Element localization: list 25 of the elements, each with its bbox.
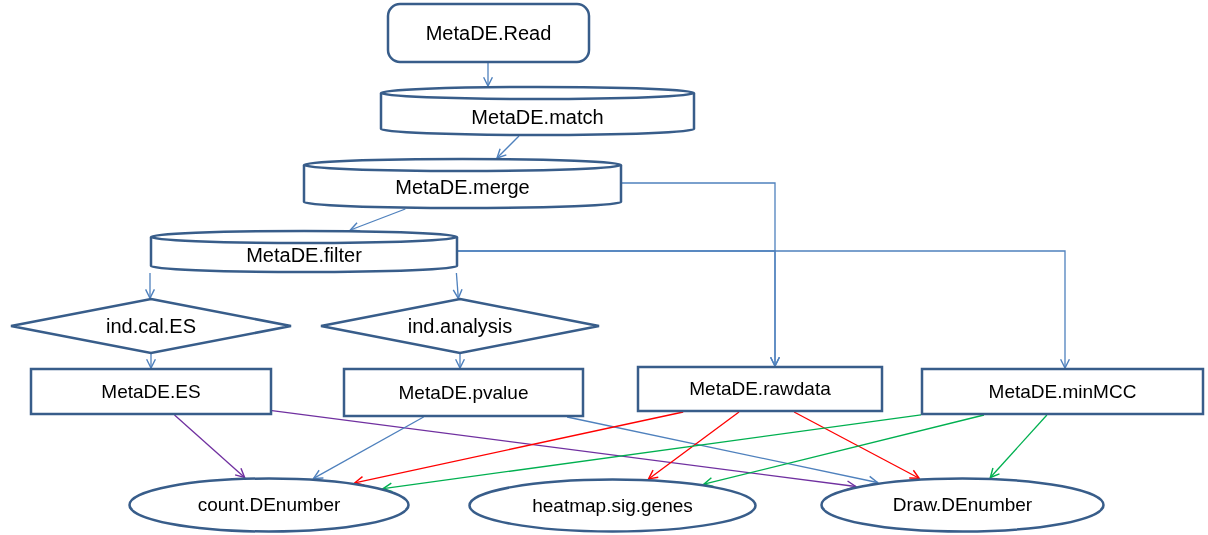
arrow (457, 250, 1071, 369)
node-label: heatmap.sig.genes (532, 494, 693, 517)
arrow (647, 411, 740, 480)
node-label: MetaDE.ES (101, 380, 201, 403)
node-label: Draw.DEnumber (892, 494, 1033, 516)
node-label: ind.analysis (407, 314, 513, 338)
node-label: ind.cal.ES (105, 314, 197, 338)
arrow (144, 272, 156, 299)
arrow (482, 62, 494, 87)
arrow (793, 411, 920, 479)
arrow (989, 414, 1048, 479)
node-label: count.DEnumber (197, 494, 341, 516)
node-label: MetaDE.match (471, 105, 604, 129)
node-label: MetaDE.rawdata (689, 378, 831, 400)
arrow (173, 414, 246, 479)
arrow (145, 353, 157, 369)
node-label: MetaDE.merge (395, 176, 530, 199)
arrow (349, 208, 406, 232)
arrow (452, 272, 463, 299)
node-label: MetaDE.minMCC (988, 380, 1137, 403)
arrow (454, 353, 466, 369)
node-label: MetaDE.pvalue (398, 381, 529, 404)
node-label: MetaDE.filter (246, 244, 362, 267)
arrow (496, 135, 520, 159)
node-label: MetaDE.Read (425, 21, 552, 45)
